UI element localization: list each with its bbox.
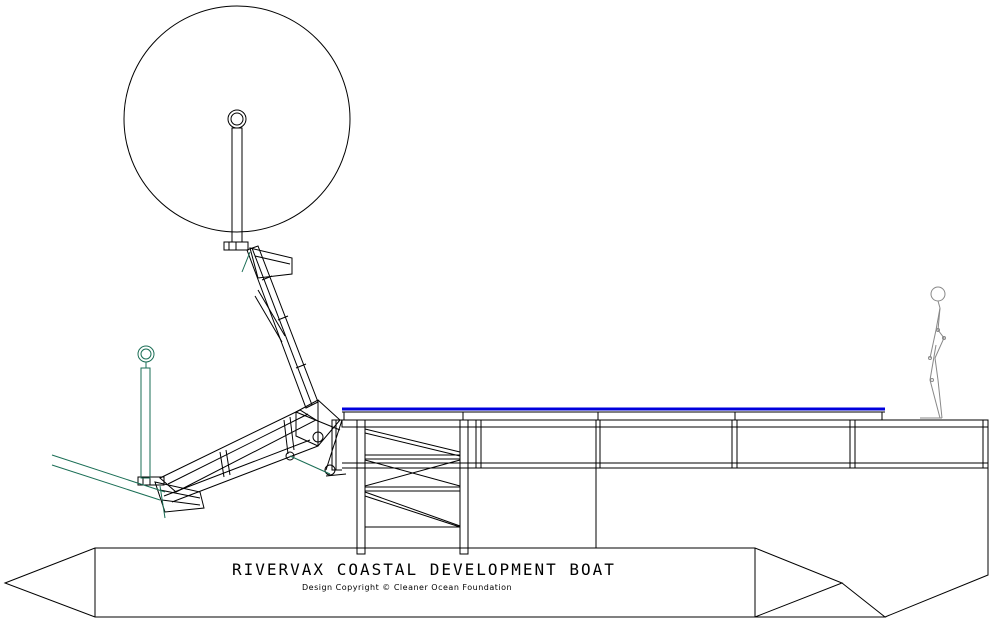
upper-boom: [246, 245, 319, 409]
scale-figure: [920, 286, 946, 419]
copyright-note: Design Copyright © Cleaner Ocean Foundat…: [302, 583, 512, 592]
hull: [3, 420, 989, 618]
stern-hull: [755, 582, 887, 618]
deck-rail: [342, 407, 885, 420]
rotor-disc: [123, 5, 351, 233]
disc-assembly: [123, 5, 351, 243]
drawing-title: RIVERVAX COASTAL DEVELOPMENT BOAT: [232, 560, 616, 579]
secondary-arm: [51, 345, 166, 501]
forward-tower: [356, 419, 469, 555]
lower-boom: [159, 399, 341, 503]
deck-structure: [341, 419, 989, 548]
upper-tool-head: [223, 241, 293, 279]
lower-tool-head: [137, 476, 205, 519]
